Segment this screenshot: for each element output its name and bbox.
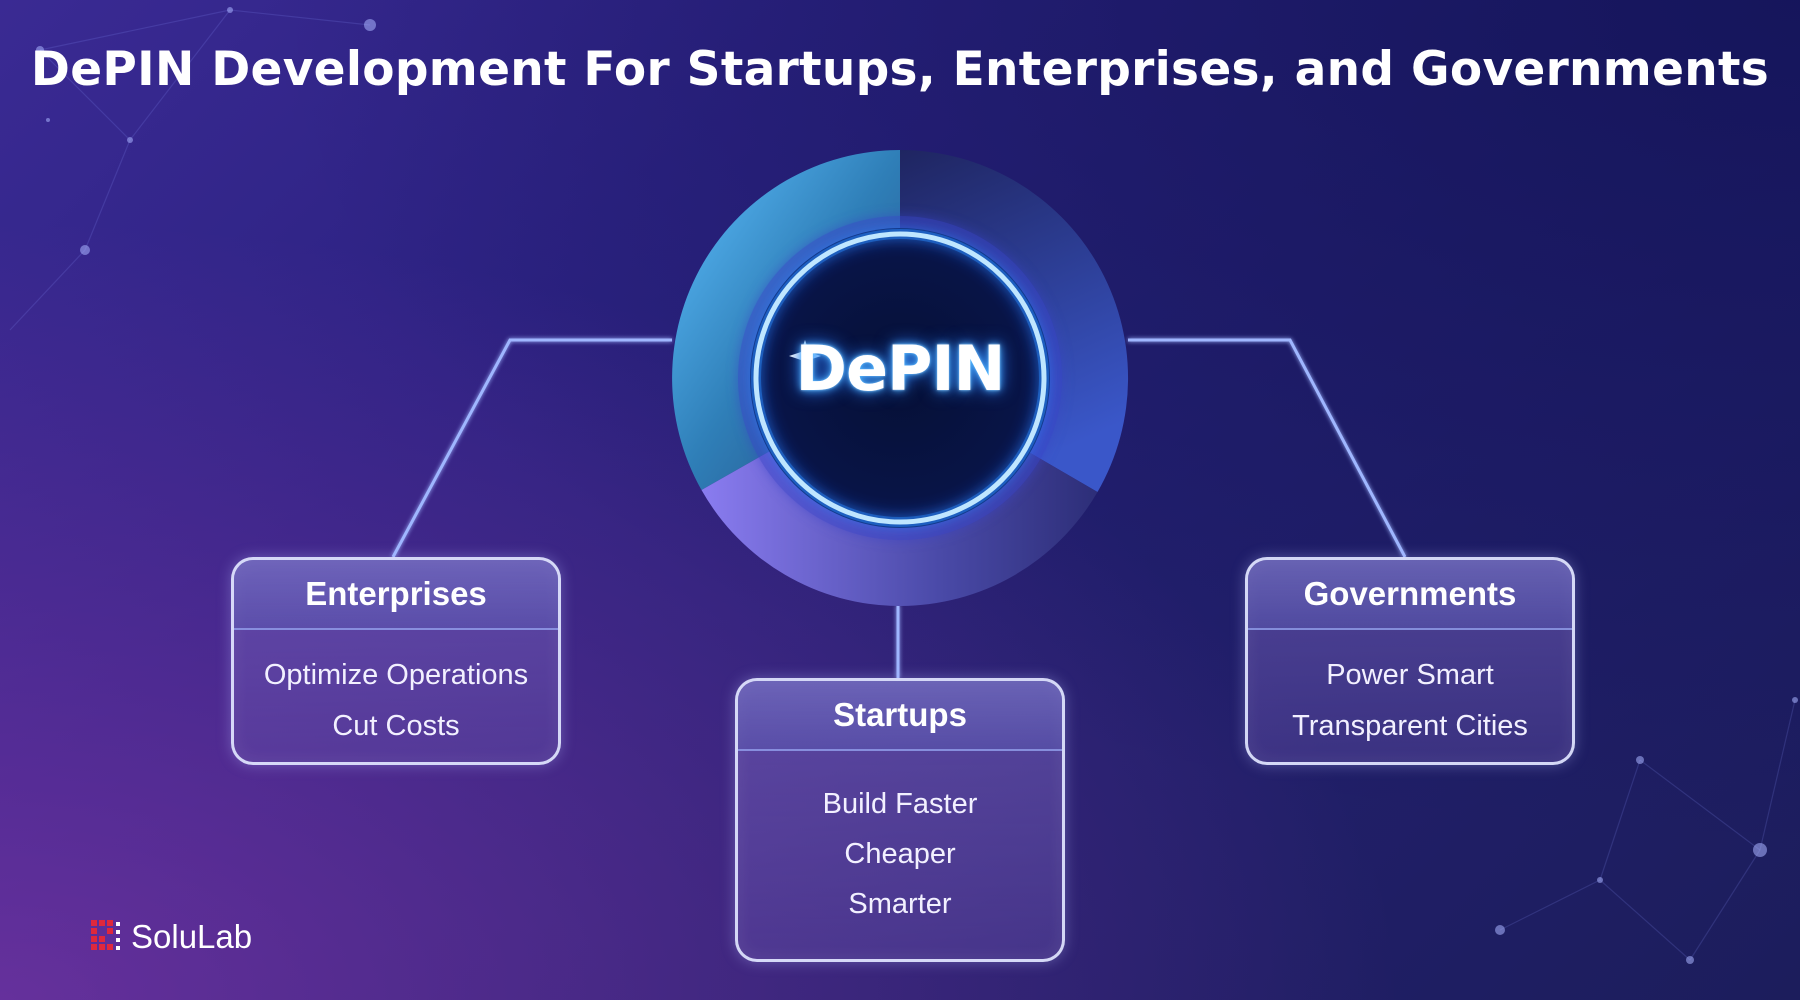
page-title: DePIN Development For Startups, Enterpri… (30, 42, 1770, 97)
hub-core (750, 228, 1050, 528)
card-title: Startups (738, 681, 1062, 751)
card-item: Cheaper (844, 838, 956, 870)
card-title: Governments (1248, 560, 1572, 630)
connector-governments (1128, 338, 1407, 558)
card-startups: Startups Build Faster Cheaper Smarter (735, 678, 1065, 962)
card-governments: Governments Power Smart Transparent Citi… (1245, 557, 1575, 765)
solulab-logo-icon (91, 920, 120, 950)
connector-enterprises (391, 338, 672, 558)
card-item: Build Faster (822, 788, 978, 820)
brand-logo: SoluLab (91, 918, 252, 956)
card-item: Power Smart (1326, 659, 1494, 691)
card-item: Transparent Cities (1292, 710, 1528, 742)
card-item: Optimize Operations (263, 659, 529, 691)
card-enterprises: Enterprises Optimize Operations Cut Cost… (231, 557, 561, 765)
card-item: Cut Costs (332, 710, 460, 742)
hub-label: DePIN (795, 332, 1006, 405)
card-title: Enterprises (234, 560, 558, 630)
card-body: Power Smart Transparent Cities (1248, 630, 1572, 752)
brand-name: SoluLab (131, 918, 253, 955)
hub-ring (753, 231, 1047, 525)
card-item: Smarter (848, 888, 952, 920)
card-body: Optimize Operations Cut Costs (234, 630, 558, 752)
card-body: Build Faster Cheaper Smarter (738, 751, 1062, 929)
sparkle-icon (789, 340, 821, 372)
